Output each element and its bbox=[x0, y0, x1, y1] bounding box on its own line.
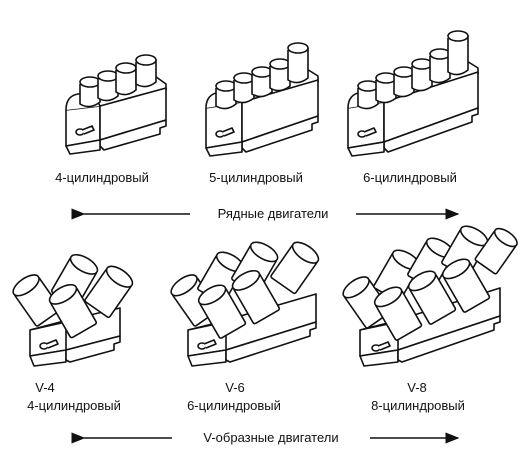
inline-engines-title: Рядные двигатели bbox=[217, 206, 329, 221]
inline-5-label: 5-цилиндровый bbox=[209, 170, 303, 185]
v4-code: V-4 bbox=[35, 380, 55, 395]
inline-4-label: 4-цилиндровый bbox=[55, 170, 149, 185]
v6-engine bbox=[170, 241, 320, 367]
inline-5-engine bbox=[205, 42, 319, 157]
v8-label: 8-цилиндровый bbox=[371, 398, 465, 413]
v6-label: 6-цилиндровый bbox=[187, 398, 281, 413]
v8-engine bbox=[342, 225, 518, 367]
v8-code: V-8 bbox=[407, 380, 427, 395]
v-engines-title: V-образные двигатели bbox=[203, 430, 339, 445]
inline-4-engine bbox=[65, 54, 167, 155]
v6-code: V-6 bbox=[225, 380, 245, 395]
v4-engine bbox=[12, 253, 134, 367]
inline-6-label: 6-цилиндровый bbox=[363, 170, 457, 185]
v4-label: 4-цилиндровый bbox=[27, 398, 121, 413]
inline-6-engine bbox=[347, 30, 479, 157]
